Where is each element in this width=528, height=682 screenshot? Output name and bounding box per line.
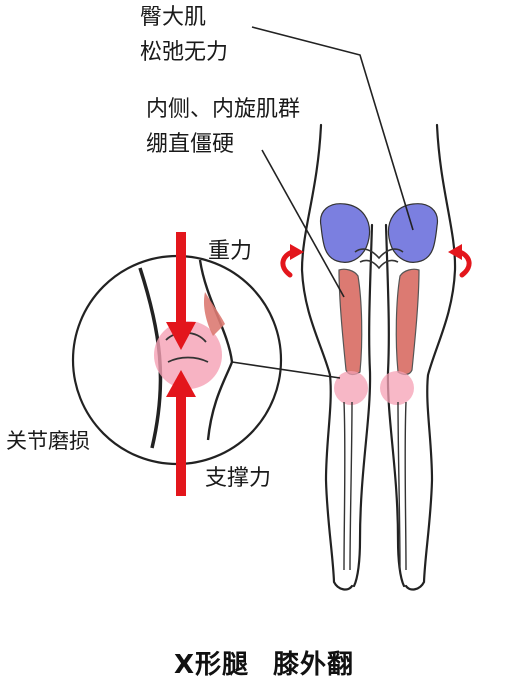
gravity-label: 重力 [208, 239, 253, 264]
support-force-label: 支撑力 [205, 466, 272, 491]
gravity-arrow [166, 232, 196, 350]
rotation-arrow-left [280, 244, 304, 278]
inner-muscles-label: 内侧、内旋肌群 绷直僵硬 [146, 98, 300, 156]
gluteus-maximus [319, 203, 439, 263]
knee-highlight [334, 371, 414, 405]
rotation-arrow-right [448, 244, 472, 278]
leader-lines [231, 26, 414, 379]
caption-part1: X形腿 [173, 650, 249, 680]
gluteus-label: 臀大肌 松弛无力 [140, 6, 228, 64]
inner-muscles-label-line2: 绷直僵硬 [146, 132, 235, 158]
joint-wear-label: 关节磨损 [6, 429, 90, 453]
pelvis [354, 248, 404, 270]
gluteus-label-line1: 臀大肌 [140, 5, 207, 30]
support-force-arrow [166, 370, 196, 496]
tibia-bones [343, 401, 407, 571]
gluteus-label-line2: 松弛无力 [140, 40, 229, 66]
legs-outline [300, 123, 457, 591]
inner-muscles-label-line1: 内侧、内旋肌群 [146, 97, 301, 122]
caption-part2: 膝外翻 [273, 650, 355, 680]
inner-rotator-muscles [338, 268, 420, 376]
caption: X形腿 膝外翻 [0, 644, 528, 681]
